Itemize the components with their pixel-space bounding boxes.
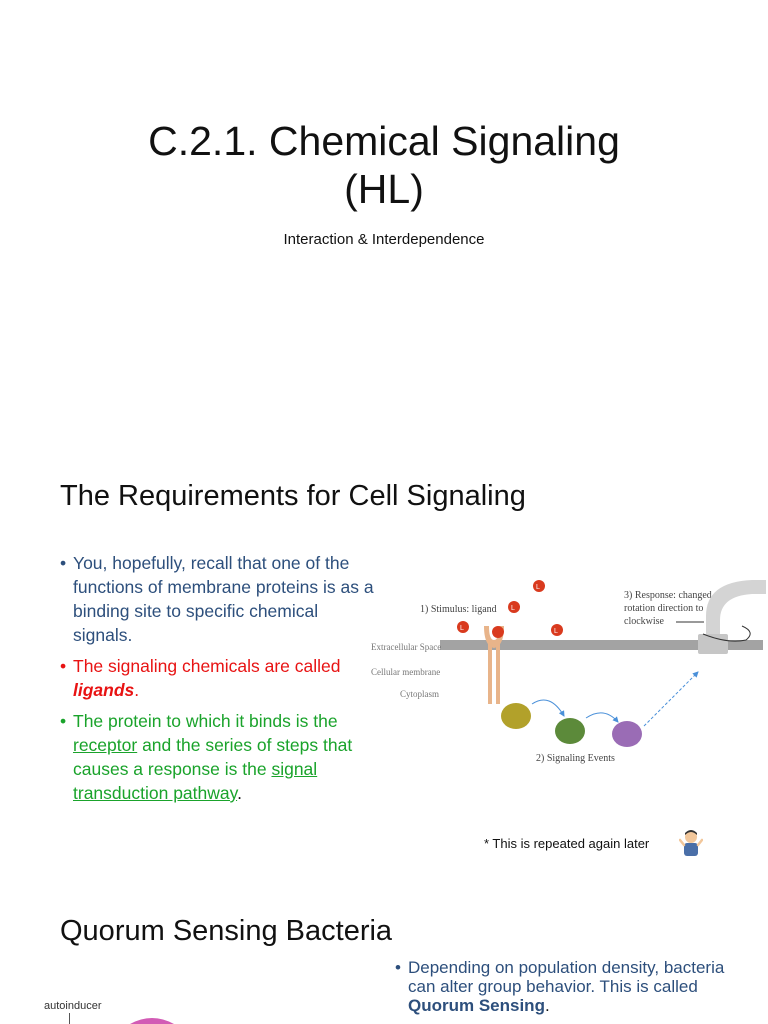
flagellar-motor (698, 580, 766, 654)
stimulus-label: 1) Stimulus: ligand (420, 604, 497, 615)
signal-protein-2 (555, 718, 585, 744)
cell-signaling-heading: The Requirements for Cell Signaling (60, 480, 526, 512)
ligand-molecules: L L L L (457, 580, 563, 638)
signal-protein-3 (612, 721, 642, 747)
ligand-2-letter: L (511, 605, 515, 612)
bullet-membrane-proteins: You, hopefully, recall that one of the f… (60, 551, 380, 647)
cytoplasm-label: Cytoplasm (400, 689, 439, 699)
ligands-term: ligands (73, 680, 135, 700)
signaling-events (501, 671, 699, 747)
quorum-period: . (544, 996, 550, 1015)
signal-protein-1 (501, 703, 531, 729)
ligand-3 (457, 621, 469, 633)
ligand-2 (508, 601, 520, 613)
signal-transduction-term: signal transduction pathway (73, 759, 318, 803)
repeated-note: * This is repeated again later (484, 836, 650, 851)
response-label-2: rotation direction to (624, 603, 703, 614)
ligand-4-letter: L (554, 628, 558, 635)
slide-subtitle: Interaction & Interdependence (283, 231, 485, 248)
receptor-protein (484, 626, 504, 704)
extracellular-label: Extracellular Space (371, 642, 441, 652)
signaling-events-label: 2) Signaling Events (536, 753, 615, 764)
autoinducer-label: autoinducer (44, 1000, 102, 1012)
ligand-1 (533, 580, 545, 592)
bacterium-shape (130, 1018, 174, 1024)
ligand-1-letter: L (536, 584, 540, 591)
autoinducer-line (69, 1013, 70, 1024)
cell-signaling-bullets: You, hopefully, recall that one of the f… (60, 551, 380, 812)
membrane-bar (440, 640, 763, 650)
quorum-text: Depending on population density, bacteri… (408, 958, 725, 996)
ligands-period: . (134, 680, 140, 700)
ligand-4 (551, 624, 563, 636)
title-line-1: C.2.1. Chemical Signaling (148, 118, 620, 164)
receptor-term: receptor (73, 735, 138, 755)
quorum-sensing-heading: Quorum Sensing Bacteria (60, 915, 393, 947)
receptor-text-a: The protein to which it binds is the (73, 711, 338, 731)
bullet-ligands: The signaling chemicals are called ligan… (60, 654, 380, 702)
slide-title: C.2.1. Chemical Signaling (HL) (0, 117, 768, 213)
quorum-sensing-bullets: Depending on population density, bacteri… (395, 958, 725, 1022)
title-line-2: (HL) (344, 166, 424, 212)
receptor-period: . (237, 783, 242, 803)
bullet-quorum-sensing: Depending on population density, bacteri… (395, 958, 725, 1015)
ligand-3-letter: L (460, 625, 464, 632)
response-label-1: 3) Response: changed (624, 590, 712, 601)
receptor-text-b: and the series of steps that causes a re… (73, 735, 353, 779)
person-shrugging-icon (679, 830, 703, 856)
ligands-text: The signaling chemicals are called (73, 656, 341, 676)
membrane-label: Cellular membrane (371, 667, 440, 677)
ligand-bound (492, 626, 504, 638)
bullet-receptor: The protein to which it binds is the rec… (60, 709, 380, 805)
response-label-3: clockwise (624, 616, 665, 627)
cell-signaling-diagram: 1) Stimulus: ligand Extracellular Space … (371, 580, 766, 764)
quorum-term: Quorum Sensing (408, 996, 545, 1015)
